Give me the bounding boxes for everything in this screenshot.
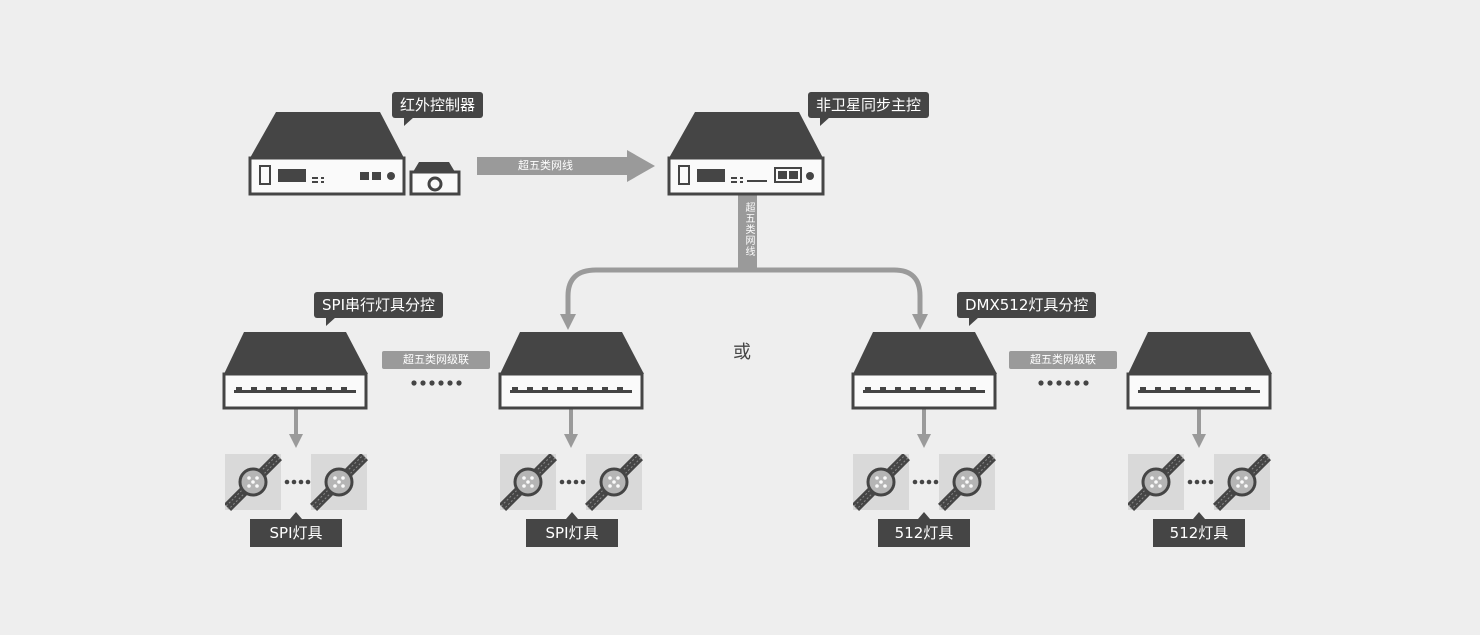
led-fixture-icon <box>1213 453 1271 511</box>
dmx-fixture-label-1: 512灯具 <box>878 512 970 547</box>
led-fixture-icon <box>585 453 643 511</box>
down-cable-label: 超五类网线 <box>743 202 754 257</box>
led-fixture-icon <box>852 453 910 511</box>
fixture-group-dmx-1 <box>852 453 999 516</box>
spi-distributor-device-1 <box>222 332 368 410</box>
dmx-distributor-device-2 <box>1126 332 1272 410</box>
arrow-icon <box>1192 408 1206 448</box>
network-port-icon <box>510 387 632 393</box>
spi-fixture-label-1: SPI灯具 <box>250 512 342 547</box>
dmx-cascade-label: 超五类网级联 <box>1009 351 1117 369</box>
fixture-group-spi-1 <box>224 453 371 516</box>
spi-distributor-device-2 <box>498 332 644 410</box>
arrow-icon <box>477 150 655 182</box>
branch-cable <box>565 267 923 316</box>
trunk-cable <box>738 194 757 268</box>
ellipsis-dots-icon <box>1038 380 1089 386</box>
spi-fixture-label-2: SPI灯具 <box>526 512 618 547</box>
ir-receiver-icon <box>409 162 461 196</box>
arrow-icon <box>917 408 931 448</box>
led-fixture-icon <box>938 453 996 511</box>
dmx-distributor-device-1 <box>851 332 997 410</box>
network-port-icon <box>863 387 985 393</box>
arrow-icon <box>564 408 578 448</box>
ellipsis-dots-icon <box>411 380 462 386</box>
led-fixture-icon <box>1127 453 1185 511</box>
sync-master-label: 非卫星同步主控 <box>808 92 930 126</box>
ir-controller-device <box>248 112 406 196</box>
led-fixture-icon <box>224 453 282 511</box>
fixture-group-dmx-2 <box>1127 453 1274 516</box>
dmx-fixture-label-2: 512灯具 <box>1153 512 1245 547</box>
arrow-icon <box>560 314 576 330</box>
main-cable-label: 超五类网线 <box>518 159 573 172</box>
dmx-controller-label: DMX512灯具分控 <box>957 292 1097 326</box>
or-text: 或 <box>733 342 751 363</box>
fixture-group-spi-2 <box>499 453 646 516</box>
led-fixture-icon <box>499 453 557 511</box>
spi-cascade-label: 超五类网级联 <box>382 351 490 369</box>
spi-controller-label: SPI串行灯具分控 <box>314 292 443 326</box>
arrow-icon <box>912 314 928 330</box>
network-port-icon <box>234 387 356 393</box>
ir-controller-label: 红外控制器 <box>392 92 484 126</box>
network-port-icon <box>1138 387 1260 393</box>
sync-master-device <box>667 112 825 196</box>
led-fixture-icon <box>310 453 368 511</box>
arrow-icon <box>289 408 303 448</box>
